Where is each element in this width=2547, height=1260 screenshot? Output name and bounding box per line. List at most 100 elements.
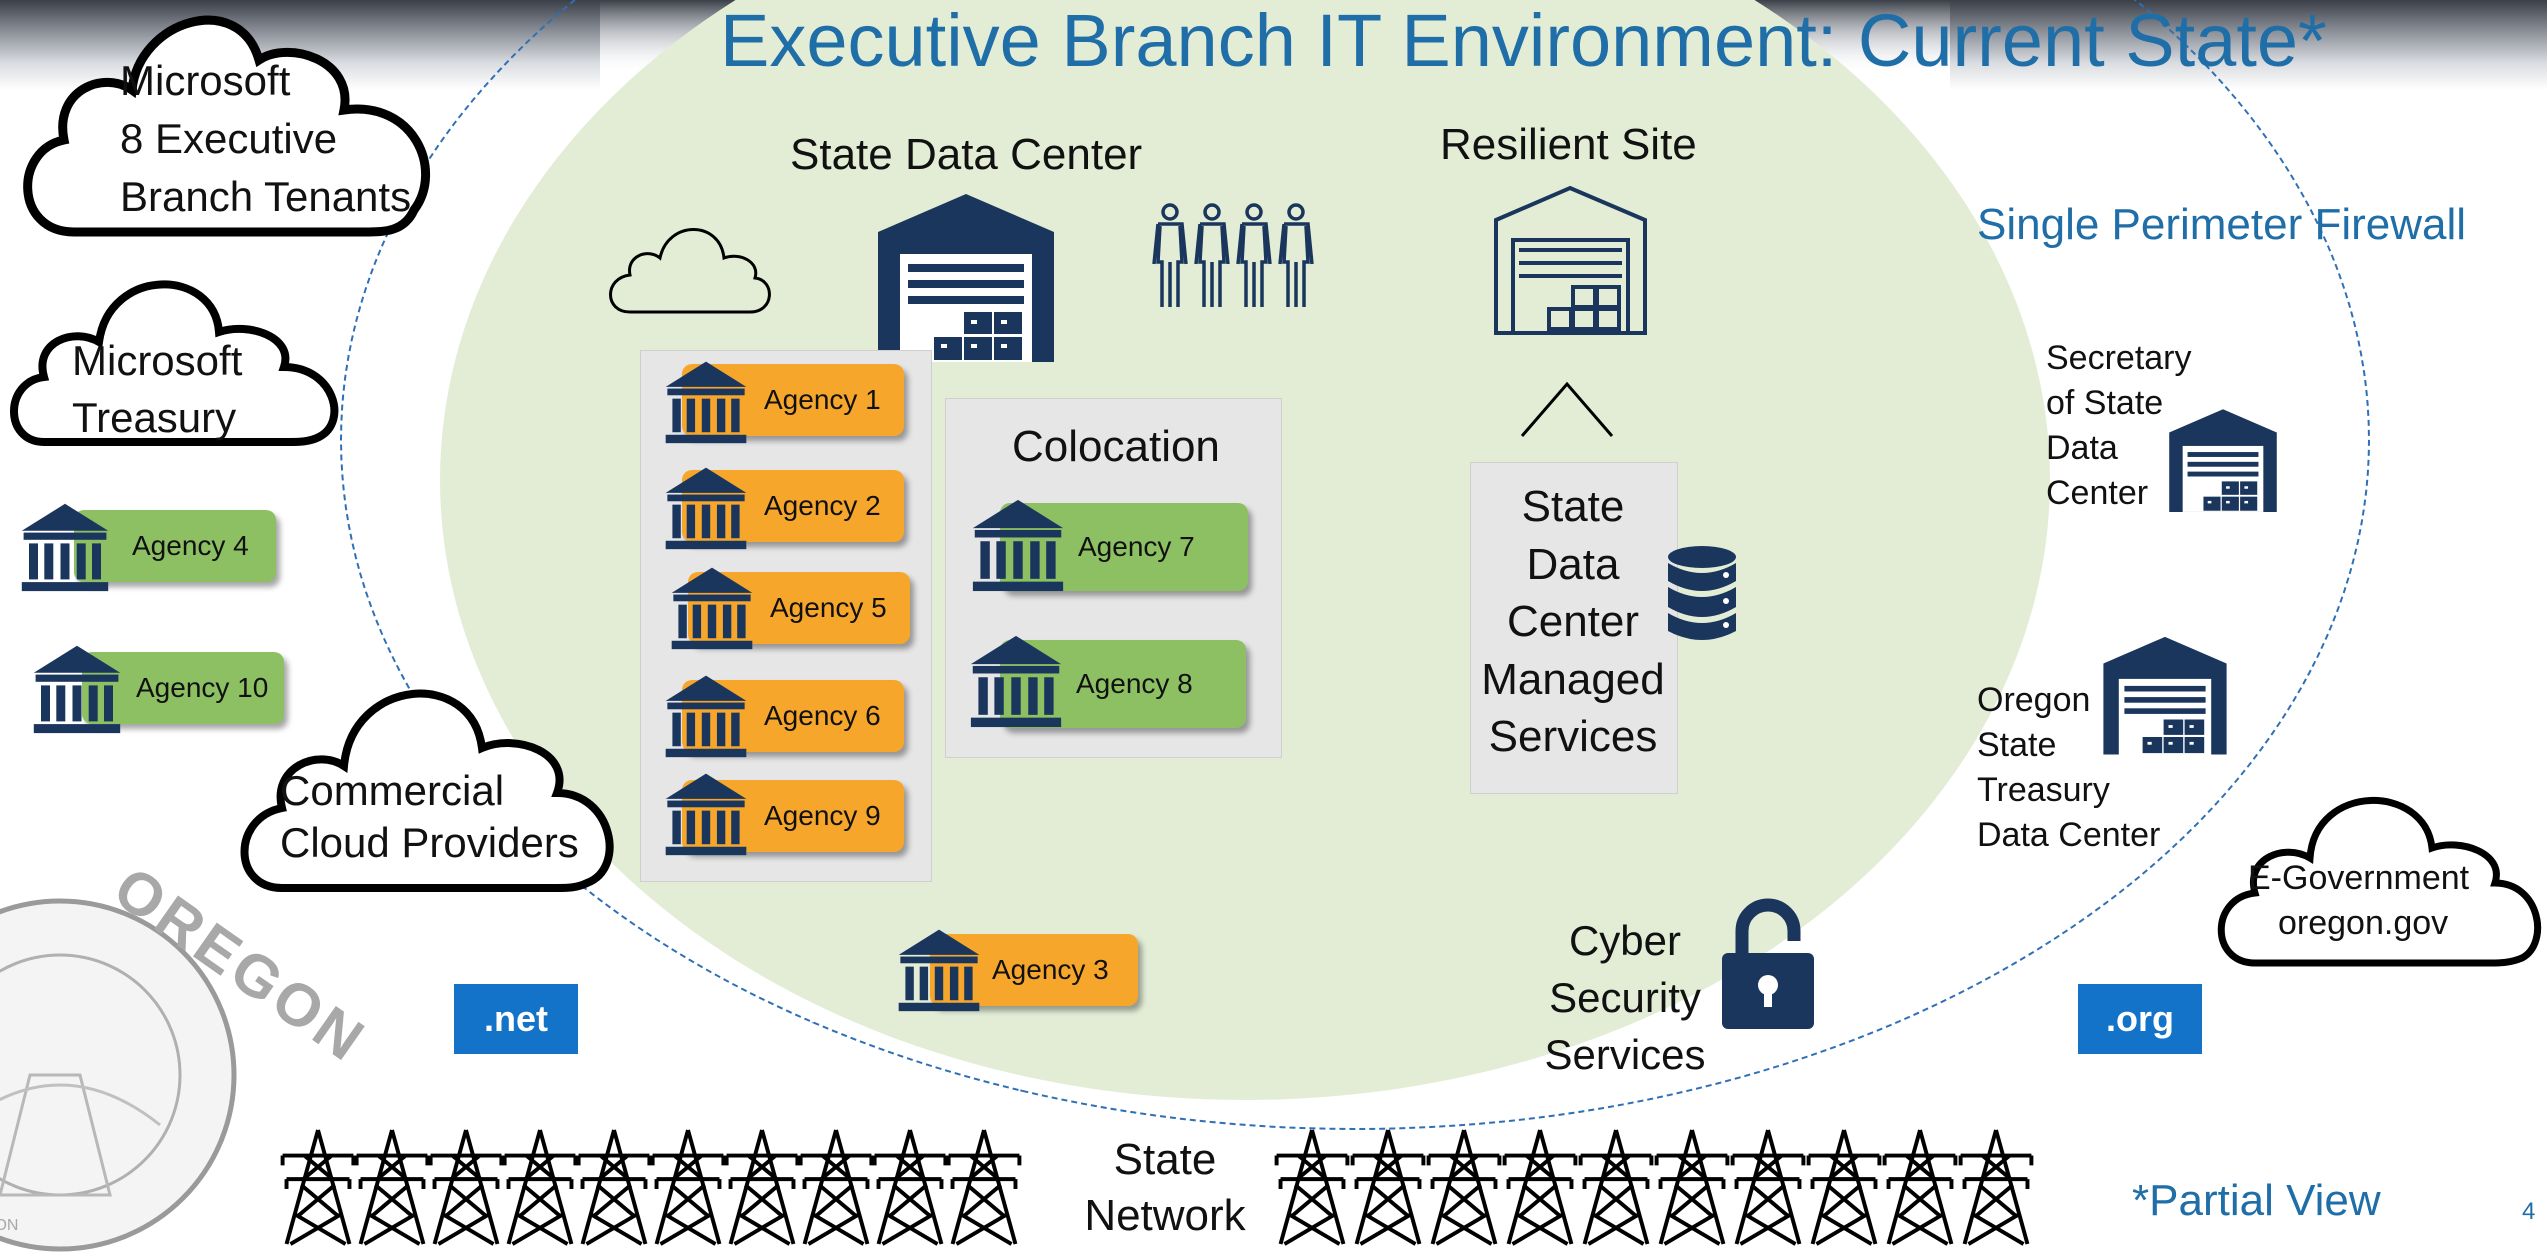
bank-icon [18,502,112,592]
power-towers-left [278,1128,1068,1246]
tower-icon [1500,1128,1580,1246]
tower-icon [1728,1128,1808,1246]
label-line: Data [1526,539,1620,589]
person-icon [1150,202,1190,312]
cloud-line-2: Treasury [72,394,237,441]
label-line: Network [1084,1191,1246,1240]
tower-icon [426,1128,506,1246]
lock-icon [1722,898,1814,1029]
cyber-security-label: Cyber Security Services [1530,912,1720,1083]
label-line: Center [2046,474,2149,512]
person-icon [1234,202,1274,312]
bank-icon [966,634,1066,728]
tower-icon [722,1128,802,1246]
agency-label: Agency 4 [132,530,249,561]
cloud-line-1: Microsoft [120,57,291,104]
tower-icon [1956,1128,2036,1246]
tower-icon [1424,1128,1504,1246]
dot-net-badge: .net [454,984,578,1054]
tower-icon [352,1128,432,1246]
agency-label: Agency 3 [992,954,1109,985]
label-line: Services [1544,1031,1706,1078]
warehouse-icon [876,192,1056,362]
agency-label: Agency 10 [136,672,269,703]
cloud-line-2: Cloud Providers [280,819,579,866]
cloud-line-1: E-Government [2248,859,2470,897]
managed-services-label: State Data Center Managed Services [1470,478,1676,766]
people-icon [1150,202,1330,312]
managed-services-panel [1470,462,1678,794]
resilient-site-label: Resilient Site [1440,120,1697,169]
tower-icon [648,1128,728,1246]
tower-icon [278,1128,358,1246]
warehouse-icon [2102,632,2228,758]
agency-label: Agency 7 [1078,531,1195,562]
cloud-icon [240,689,614,892]
seal-icon [0,898,237,1252]
agency-card: Agency 7 [1000,503,1248,591]
label-line: State [1521,482,1625,531]
agency-label: Agency 2 [764,490,881,521]
bank-icon [968,498,1068,592]
label-line: Data [2046,429,2118,467]
agency-label: Agency 9 [764,800,881,831]
egov-cloud: E-Government oregon.gov [2210,778,2545,968]
database-icon [1668,546,1736,640]
person-icon [1276,202,1316,312]
label-line: Oregon [1977,681,2091,719]
tower-icon [1348,1128,1428,1246]
state-network-label: State Network [1075,1132,1255,1244]
treasury-data-center-label: Oregon State Treasury Data Center [1977,678,2160,858]
label-line: Cyber [1568,917,1682,964]
power-towers-right [1272,1128,2072,1246]
label-line: Managed [1481,654,1665,704]
bank-icon [662,466,750,550]
cloud-line-2: 8 Executive [120,115,338,162]
oregon-seal: OREGON ION [0,854,379,1255]
firewall-label: Single Perimeter Firewall [1977,200,2467,249]
commercial-cloud-providers: Commercial Cloud Providers [232,668,622,898]
label-line: of State [2046,384,2164,422]
label-line: Treasury [1977,771,2110,809]
bank-icon [662,772,750,856]
page-number: 4 [2522,1198,2536,1225]
chevron-up-icon [1520,381,1614,437]
tower-icon [796,1128,876,1246]
warehouse-icon [2168,408,2278,512]
cloud-line-1: Commercial [280,767,505,814]
label-line: State [1113,1135,1217,1184]
bank-icon [668,566,756,650]
tower-icon [1652,1128,1732,1246]
bank-icon [662,360,750,444]
agency-label: Agency 1 [764,384,881,415]
label-line: Center [1506,597,1640,646]
label-line: Services [1488,712,1658,761]
microsoft-treasury-cloud: Microsoft Treasury [4,262,344,452]
bank-icon [30,644,124,734]
agency-card: Agency 4 [74,510,276,582]
sos-data-center-label: Secretary of State Data Center [2046,336,2192,516]
cloud-icon [609,228,771,314]
state-data-center-label: State Data Center [790,130,1143,179]
cloud-icon [2217,797,2541,967]
person-icon [1192,202,1232,312]
agency-label: Agency 6 [764,700,881,731]
label-line: Security [1549,974,1701,1021]
agency-card: Agency 10 [82,652,284,724]
footnote: *Partial View [2132,1176,2381,1225]
bank-icon [662,674,750,758]
tower-icon [944,1128,1024,1246]
tower-icon [500,1128,580,1246]
cloud-line-1: Microsoft [72,337,243,384]
tower-icon [1804,1128,1884,1246]
warehouse-outline-icon [1494,185,1647,335]
microsoft-tenants-cloud: Microsoft 8 Executive Branch Tenants [14,0,454,250]
cloud-icon [10,280,339,446]
tower-icon [574,1128,654,1246]
cloud-line-2: oregon.gov [2278,904,2449,942]
label-line: Data Center [1977,816,2161,854]
page-title: Executive Branch IT Environment: Current… [720,0,2327,82]
dot-org-badge: .org [2078,984,2202,1054]
colocation-label: Colocation [1012,422,1220,471]
tower-icon [1272,1128,1352,1246]
